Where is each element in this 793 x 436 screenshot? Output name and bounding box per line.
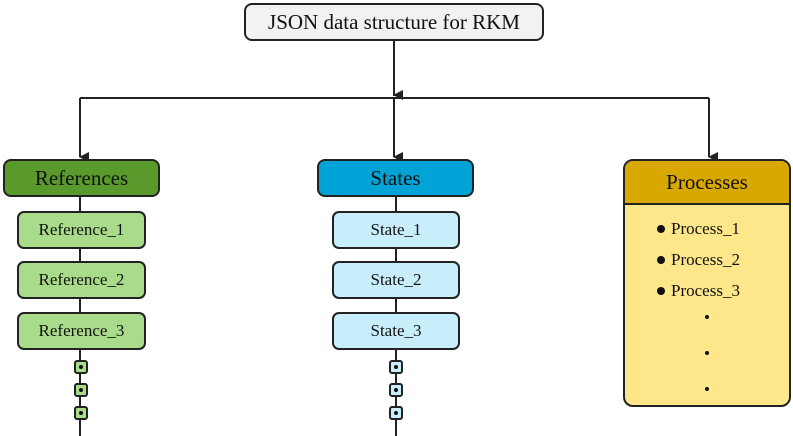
ellipsis-dot [705,351,709,355]
bullet-icon [657,287,665,295]
references-header: References [3,159,160,197]
references-continuation-marker [74,383,88,397]
state-item: State_1 [332,211,460,249]
reference-item: Reference_1 [17,211,146,249]
process-item-label: Process_2 [671,250,740,269]
processes-title: Processes [666,169,748,194]
states-continuation-marker [389,360,403,374]
references-continuation-marker [74,406,88,420]
processes-panel: Processes Process_1 Process_2 Process_3 [623,159,791,407]
state-item-label: State_2 [370,270,422,289]
bullet-icon [657,225,665,233]
ellipsis-dot [705,315,709,319]
process-item-label: Process_1 [671,219,740,238]
reference-item-label: Reference_3 [38,321,125,340]
root-node: JSON data structure for RKM [244,3,544,41]
states-continuation-marker [389,383,403,397]
state-item-label: State_1 [370,220,422,239]
states-title: States [370,165,421,190]
state-item-label: State_3 [370,321,422,340]
reference-item-label: Reference_2 [38,270,125,289]
process-item: Process_3 [657,281,740,301]
states-continuation-marker [389,406,403,420]
states-header: States [317,159,474,197]
reference-item: Reference_3 [17,312,146,350]
ellipsis-dot [705,387,709,391]
reference-item-label: Reference_1 [38,220,125,239]
state-item: State_3 [332,312,460,350]
process-item: Process_2 [657,250,740,270]
bullet-icon [657,256,665,264]
reference-item: Reference_2 [17,261,146,299]
state-item: State_2 [332,261,460,299]
processes-header: Processes [625,161,789,205]
references-continuation-marker [74,360,88,374]
process-item: Process_1 [657,219,740,239]
root-label: JSON data structure for RKM [268,9,520,34]
process-item-label: Process_3 [671,281,740,300]
references-title: References [34,165,129,190]
